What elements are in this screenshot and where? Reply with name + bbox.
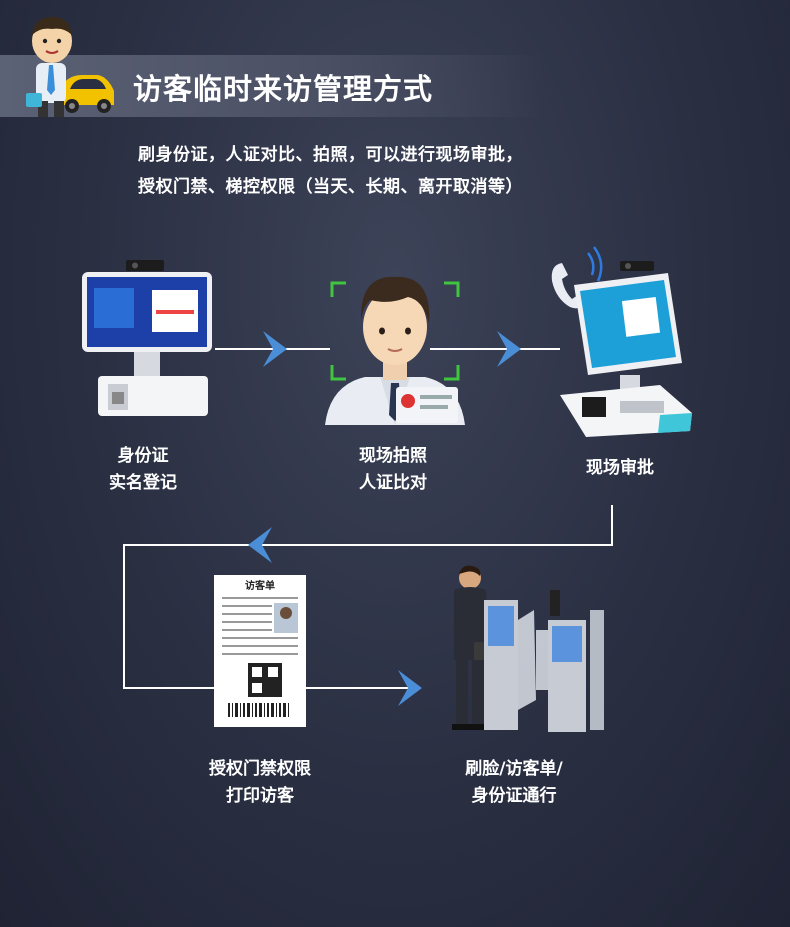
face-recognition-terminal — [550, 590, 560, 616]
step-label-line: 实名登记 — [109, 473, 177, 493]
arrow-right-icon — [497, 331, 521, 367]
step-label-line: 授权门禁权限 — [209, 759, 311, 779]
step-label-pass-through: 刷脸/访客单/ 身份证通行 — [444, 756, 584, 810]
barcode-icon — [228, 703, 289, 717]
description-line-1: 刷身份证，人证对比、拍照，可以进行现场审批， — [138, 145, 523, 165]
description-line-2: 授权门禁、梯控权限（当天、长期、离开取消等） — [138, 177, 523, 197]
face-detection-frame — [330, 281, 460, 381]
id-registration-kiosk — [82, 260, 212, 416]
page-title: 访客临时来访管理方式 — [133, 72, 434, 106]
turnstile-gate — [452, 565, 604, 732]
step-label-photo-verification: 现场拍照 人证比对 — [328, 443, 458, 497]
step-label-line: 现场拍照 — [359, 446, 427, 466]
visitor-slip-title: 访客单 — [245, 579, 275, 592]
car-icon — [60, 75, 114, 113]
step-label-line: 现场审批 — [586, 458, 654, 478]
arrow-right-icon — [263, 331, 287, 367]
step-label-onsite-approval: 现场审批 — [555, 455, 685, 482]
step-label-authorize-print: 授权门禁权限 打印访客 — [190, 756, 330, 810]
arrow-left-icon — [248, 527, 272, 563]
arrow-right-icon — [398, 670, 422, 706]
step-label-line: 人证比对 — [359, 473, 427, 493]
mascot-illustration — [26, 17, 114, 117]
step-label-line: 刷脸/访客单/ — [465, 759, 563, 779]
step-label-line: 身份证通行 — [471, 786, 557, 806]
step-label-line: 身份证 — [117, 446, 169, 466]
face-capture-illustration — [325, 276, 465, 425]
step-label-line: 打印访客 — [226, 786, 294, 806]
id-card-icon — [396, 387, 458, 423]
approval-kiosk — [551, 246, 692, 437]
visitor-slip: 访客单 — [214, 575, 306, 727]
step-label-id-registration: 身份证 实名登记 — [78, 443, 208, 497]
